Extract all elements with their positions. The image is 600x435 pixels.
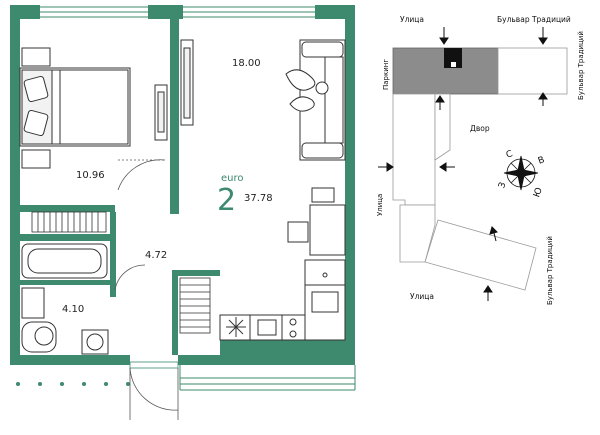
radiator (179, 277, 211, 334)
bed (19, 47, 131, 169)
bedroom-shelf (154, 84, 168, 141)
compass-south: Ю (532, 186, 545, 199)
parking-label: Паркинг (382, 59, 390, 90)
compass-north: С (505, 149, 514, 161)
building-left-wing (392, 93, 436, 206)
boulevard-right-top-label: Бульвар Традиций (577, 31, 585, 100)
hall-area-label: 4.72 (145, 250, 167, 261)
balcony-rail (16, 382, 130, 386)
dining-table (287, 187, 346, 256)
boulevard-right-bottom-label: Бульвар Традиций (546, 236, 554, 305)
bedroom-area-label: 10.96 (76, 170, 105, 181)
compass-east: В (537, 155, 546, 167)
building-top-right (497, 47, 568, 95)
tv-unit (180, 39, 194, 126)
building-left-lower (399, 204, 436, 263)
apartment-type-label: euro (221, 173, 244, 184)
windows (40, 6, 356, 391)
compass-west: З (497, 181, 508, 190)
site-map: С В Ю З Улица Бульвар Традиций Паркинг Б… (376, 15, 585, 305)
doors (114, 159, 179, 420)
interior-walls (20, 19, 345, 355)
radiator (31, 211, 107, 233)
street-bottom-label: Улица (410, 292, 434, 301)
kitchen (219, 259, 346, 341)
current-building (444, 48, 462, 68)
living-area-label: 18.00 (232, 58, 261, 69)
building-mid-block (434, 93, 451, 161)
total-area-label: 37.78 (244, 193, 273, 204)
floor-plan: 10.96 18.00 4.72 4.10 euro 2 37.78 (10, 5, 356, 420)
bath-area-label: 4.10 (62, 304, 84, 315)
building-core (451, 62, 456, 67)
outer-walls (10, 5, 355, 365)
yard-label: Двор (470, 124, 490, 133)
boulevard-top-label: Бульвар Традиций (497, 15, 571, 24)
compass-rose (503, 155, 539, 191)
building-diagonal-block (424, 219, 537, 291)
street-top-label: Улица (400, 15, 424, 24)
street-left-label: Улица (376, 194, 384, 216)
bathroom-fixtures (21, 243, 109, 355)
entry-arrows (378, 27, 548, 301)
rooms-count-label: 2 (217, 183, 236, 218)
sofa (285, 39, 346, 161)
